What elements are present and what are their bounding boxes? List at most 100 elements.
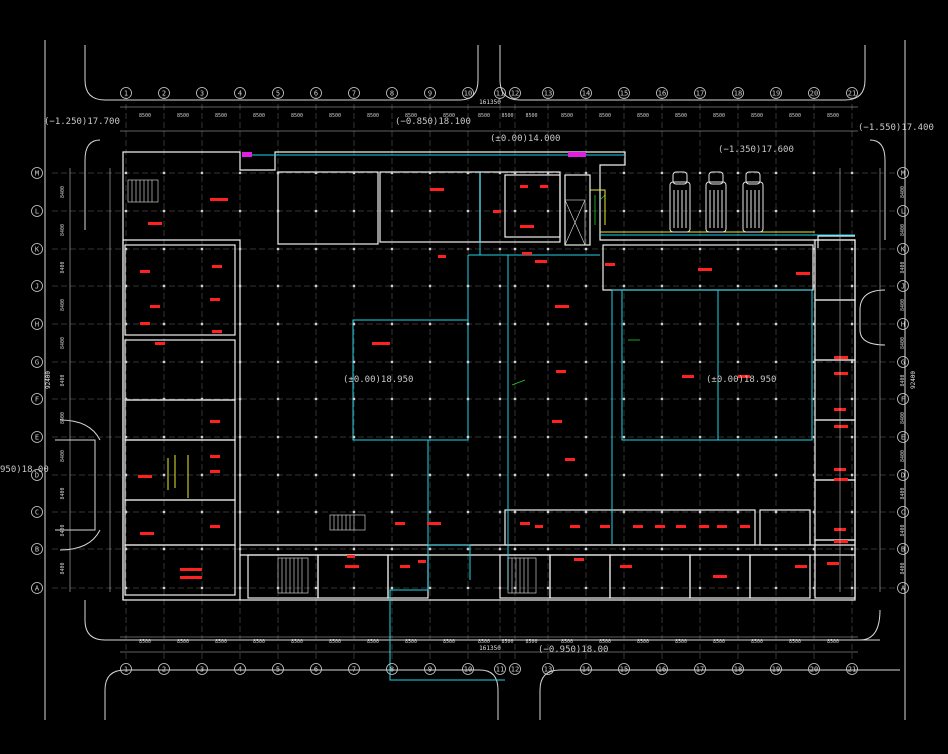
column	[698, 473, 702, 477]
top-bay-dim: 8500	[478, 113, 490, 119]
column	[352, 586, 356, 590]
column	[736, 473, 740, 477]
room-label	[620, 565, 632, 568]
column	[736, 360, 740, 364]
top-axis-5-circle	[272, 87, 284, 99]
top-axis-21: 21	[848, 89, 856, 97]
room-label	[827, 562, 839, 565]
column	[698, 586, 702, 590]
bottom-axis-5: 5	[276, 665, 280, 673]
column	[584, 284, 588, 288]
column	[498, 547, 502, 551]
column	[812, 284, 816, 288]
column	[774, 209, 778, 213]
column	[498, 171, 502, 175]
column	[774, 247, 778, 251]
left-axis-D: D	[35, 471, 39, 479]
column	[584, 547, 588, 551]
column	[428, 284, 432, 288]
right-axis-J: J	[901, 282, 905, 290]
column	[513, 247, 517, 251]
column	[812, 586, 816, 590]
left-axis-H-circle	[31, 318, 43, 330]
column	[162, 171, 166, 175]
column	[162, 209, 166, 213]
column	[622, 586, 626, 590]
top-axis-5: 5	[276, 89, 280, 97]
left-axis-J: J	[35, 282, 39, 290]
column	[736, 322, 740, 326]
room-label	[834, 478, 848, 481]
room-label	[395, 522, 405, 525]
column	[498, 284, 502, 288]
top-axis-12-circle	[509, 87, 521, 99]
bottom-bay-dim: 8500	[789, 639, 801, 645]
bottom-axis-21-circle	[846, 663, 858, 675]
column	[584, 209, 588, 213]
column	[428, 247, 432, 251]
bottom-bay-dim: 8500	[599, 639, 611, 645]
right-axis-D: D	[901, 471, 905, 479]
column	[546, 510, 550, 514]
column	[390, 209, 394, 213]
column	[162, 435, 166, 439]
top-bay-dim: 8500	[561, 113, 573, 119]
column	[200, 510, 204, 514]
right-bay-dim: 8400	[900, 412, 906, 424]
column	[238, 247, 242, 251]
top-bay-dim: 8500	[253, 113, 265, 119]
room-label	[600, 525, 610, 528]
column	[390, 473, 394, 477]
column	[276, 322, 280, 326]
column	[200, 322, 204, 326]
total-dim-top: 161350	[479, 99, 501, 106]
column	[660, 435, 664, 439]
column	[546, 284, 550, 288]
column	[238, 284, 242, 288]
room-label	[427, 522, 441, 525]
top-axis-18-circle	[732, 87, 744, 99]
column	[698, 510, 702, 514]
column	[238, 547, 242, 551]
top-bay-dim: 8500	[367, 113, 379, 119]
room-label	[212, 330, 222, 333]
room-label	[699, 525, 709, 528]
top-axis-14: 14	[582, 89, 590, 97]
column	[200, 435, 204, 439]
column	[314, 284, 318, 288]
column	[124, 397, 128, 401]
column	[622, 473, 626, 477]
column	[660, 171, 664, 175]
column	[124, 171, 128, 175]
column	[162, 586, 166, 590]
column	[584, 247, 588, 251]
column	[390, 510, 394, 514]
column	[466, 284, 470, 288]
column	[390, 284, 394, 288]
room-label	[738, 375, 750, 378]
column	[850, 586, 854, 590]
room-label	[552, 420, 562, 423]
top-axis-15-circle	[618, 87, 630, 99]
top-axis-16: 16	[658, 89, 666, 97]
column	[546, 397, 550, 401]
column	[276, 435, 280, 439]
top-axis-2: 2	[162, 89, 166, 97]
bottom-bay-dim: 8500	[291, 639, 303, 645]
column	[466, 435, 470, 439]
room-label	[796, 272, 810, 275]
column	[238, 322, 242, 326]
room-label	[430, 188, 444, 191]
room-label	[698, 268, 712, 271]
right-bay-dim: 8400	[900, 299, 906, 311]
right-axis-H: H	[901, 320, 905, 328]
column	[584, 171, 588, 175]
column	[812, 322, 816, 326]
left-bay-dim: 8400	[60, 487, 66, 499]
column	[584, 397, 588, 401]
column	[812, 547, 816, 551]
right-bay-dim: 8400	[900, 261, 906, 273]
